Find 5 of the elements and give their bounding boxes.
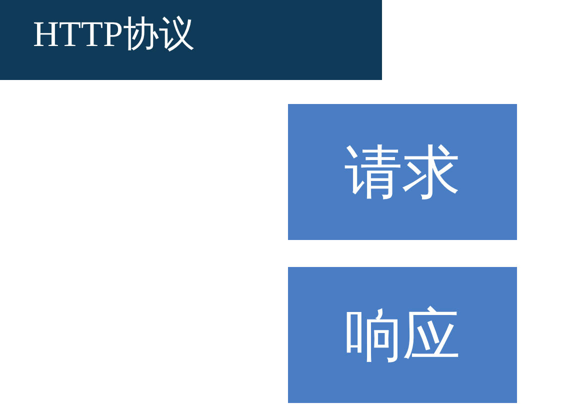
box-label: 响应 [344, 300, 460, 370]
process-box [288, 104, 517, 240]
title: HTTP协议 [33, 13, 195, 56]
process-box [288, 267, 517, 403]
box-label: 请求 [344, 137, 460, 207]
